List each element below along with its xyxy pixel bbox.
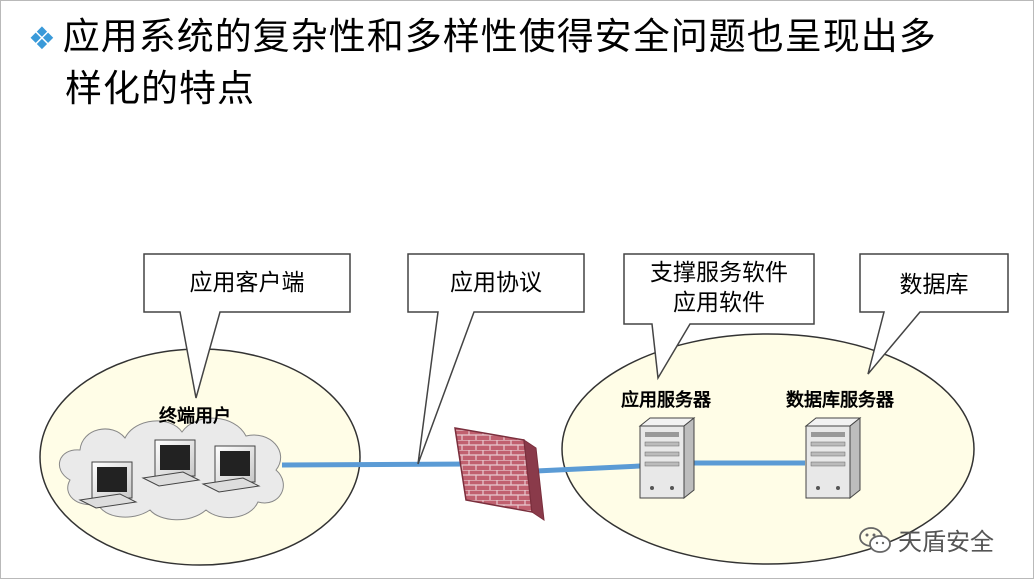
terminal-users-label: 终端用户 <box>159 406 231 427</box>
server-zone-ellipse <box>561 333 975 565</box>
link-client-to-firewall <box>281 461 473 468</box>
watermark: 天盾安全 <box>858 522 994 557</box>
pc-icon <box>78 461 138 509</box>
slide-title: ❖应用系统的复杂性和多样性使得安全问题也呈现出多 样化的特点 <box>28 12 1018 114</box>
pc-icon <box>141 439 201 487</box>
callout-database-shape <box>859 253 1009 375</box>
diamond-bullet-icon: ❖ <box>28 21 57 57</box>
callout-client-shape <box>143 253 351 399</box>
firewall-icon <box>454 427 545 522</box>
db-server-icon <box>804 416 862 500</box>
wechat-icon <box>859 526 891 553</box>
callout-support-shape <box>623 253 815 381</box>
callout-protocol-shape <box>407 253 585 465</box>
app-server-icon <box>638 416 696 500</box>
slide-title-line2: 样化的特点 <box>65 67 255 110</box>
db-server-label: 数据库服务器 <box>786 390 894 411</box>
link-firewall-to-appserver <box>535 463 641 474</box>
app-server-label: 应用服务器 <box>621 390 711 411</box>
pc-icon <box>201 445 261 493</box>
watermark-text: 天盾安全 <box>898 528 994 556</box>
slide-title-line1: 应用系统的复杂性和多样性使得安全问题也呈现出多 <box>62 15 937 58</box>
